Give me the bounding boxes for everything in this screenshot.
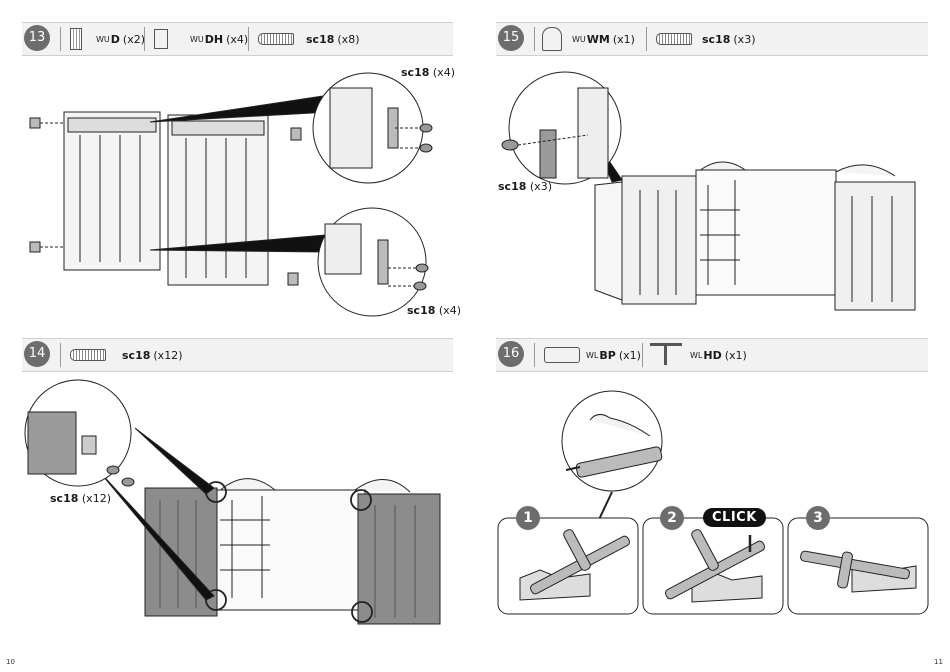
page-number-left: 10 xyxy=(6,658,15,666)
magnet-icon xyxy=(542,27,562,51)
divider xyxy=(60,27,61,51)
step-14-header: 14 sc18(x12) xyxy=(22,338,453,372)
hinge-icon xyxy=(154,29,168,49)
step15-drawing xyxy=(502,72,915,310)
substep-3-badge: 3 xyxy=(806,506,830,530)
substep-1-badge: 1 xyxy=(516,506,540,530)
part-sc18: sc18(x8) xyxy=(258,23,359,55)
part-sc18: sc18(x3) xyxy=(656,23,755,55)
divider xyxy=(642,343,643,367)
click-label: CLICK xyxy=(703,508,766,527)
step-number: 13 xyxy=(24,25,50,51)
screw-icon xyxy=(258,33,294,45)
divider xyxy=(248,27,249,51)
substep-2-badge: 2 xyxy=(660,506,684,530)
callout-sc18: sc18 (x3) xyxy=(498,180,552,193)
callout-sc18-bottom: sc18 (x4) xyxy=(407,304,461,317)
part-sc18: sc18(x12) xyxy=(70,339,182,371)
divider xyxy=(60,343,61,367)
callout-sc18-top: sc18 (x4) xyxy=(401,66,455,79)
divider xyxy=(534,27,535,51)
step-number: 15 xyxy=(498,25,524,51)
step16-drawing xyxy=(498,391,928,614)
bolt-plate-icon xyxy=(544,347,580,363)
screw-icon xyxy=(656,33,692,45)
handle-icon xyxy=(650,343,682,368)
step-number: 16 xyxy=(498,341,524,367)
divider xyxy=(144,27,145,51)
page-number-right: 11 xyxy=(934,658,943,666)
divider xyxy=(534,343,535,367)
panel-icon xyxy=(70,28,82,50)
callout-sc18: sc18 (x12) xyxy=(50,492,111,505)
step-number: 14 xyxy=(24,341,50,367)
divider xyxy=(646,27,647,51)
step13-drawing xyxy=(30,73,432,316)
screw-icon xyxy=(70,349,106,361)
